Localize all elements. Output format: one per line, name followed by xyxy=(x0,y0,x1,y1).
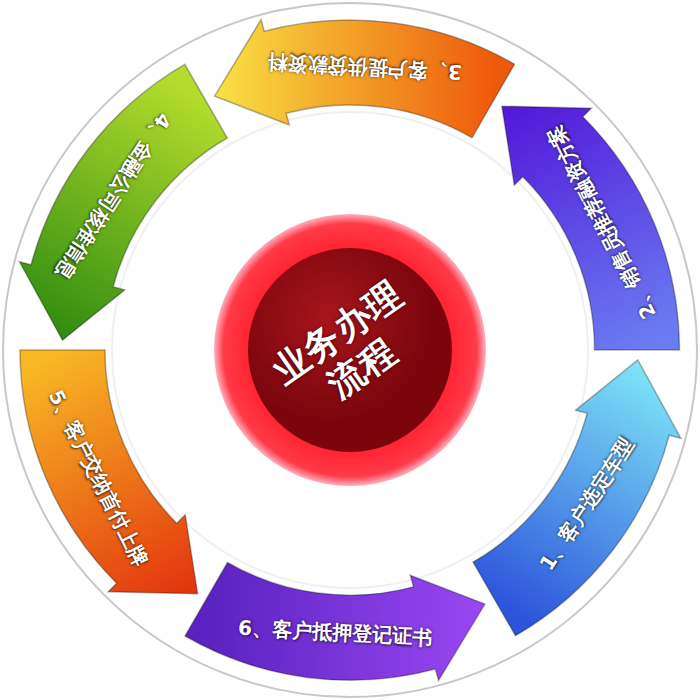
circle-shape xyxy=(210,210,490,490)
step-label: 2、销售员推荐融资方案 xyxy=(542,120,663,323)
arrow-shape xyxy=(186,5,524,151)
arrow-path xyxy=(185,562,485,680)
center-title: 业务办理流程 xyxy=(264,272,436,429)
step-label: 3、客户提供贷款资料 xyxy=(267,49,462,86)
arrow-path xyxy=(215,20,515,138)
center-circle: 业务办理流程 xyxy=(210,210,490,490)
arrow-shape xyxy=(5,347,230,643)
inner-ring xyxy=(112,112,588,588)
inner-dark-circle xyxy=(248,248,452,452)
outer-ring xyxy=(3,3,697,697)
arrow-band: 1、客户选定车型 xyxy=(464,355,695,649)
step-label: 5、客户交纳首付上牌 xyxy=(42,386,154,571)
arrow-band: 3、客户提供贷款资料 xyxy=(186,5,524,151)
arrow-path xyxy=(502,106,680,350)
step-label: 4、金融公司核准信息 xyxy=(49,107,177,284)
outer-red-ring xyxy=(214,214,486,486)
arrow-path xyxy=(472,360,680,636)
arrow-path xyxy=(20,64,228,340)
arrow-shape xyxy=(470,57,695,353)
arrow-shape xyxy=(5,51,236,345)
arrow-band: 6、客户抵押登记证书 xyxy=(176,549,514,695)
step-label: 1、客户选定车型 xyxy=(534,432,640,576)
step-label: 6、客户抵押登记证书 xyxy=(238,614,433,651)
arrow-band: 4、金融公司核准信息 xyxy=(5,51,236,345)
arrow-shape xyxy=(464,355,695,649)
arrow-band: 5、客户交纳首付上牌 xyxy=(5,347,230,643)
arrow-shape xyxy=(176,549,514,695)
arrow-path xyxy=(20,350,198,594)
arrow-band: 2、销售员推荐融资方案 xyxy=(470,57,695,353)
